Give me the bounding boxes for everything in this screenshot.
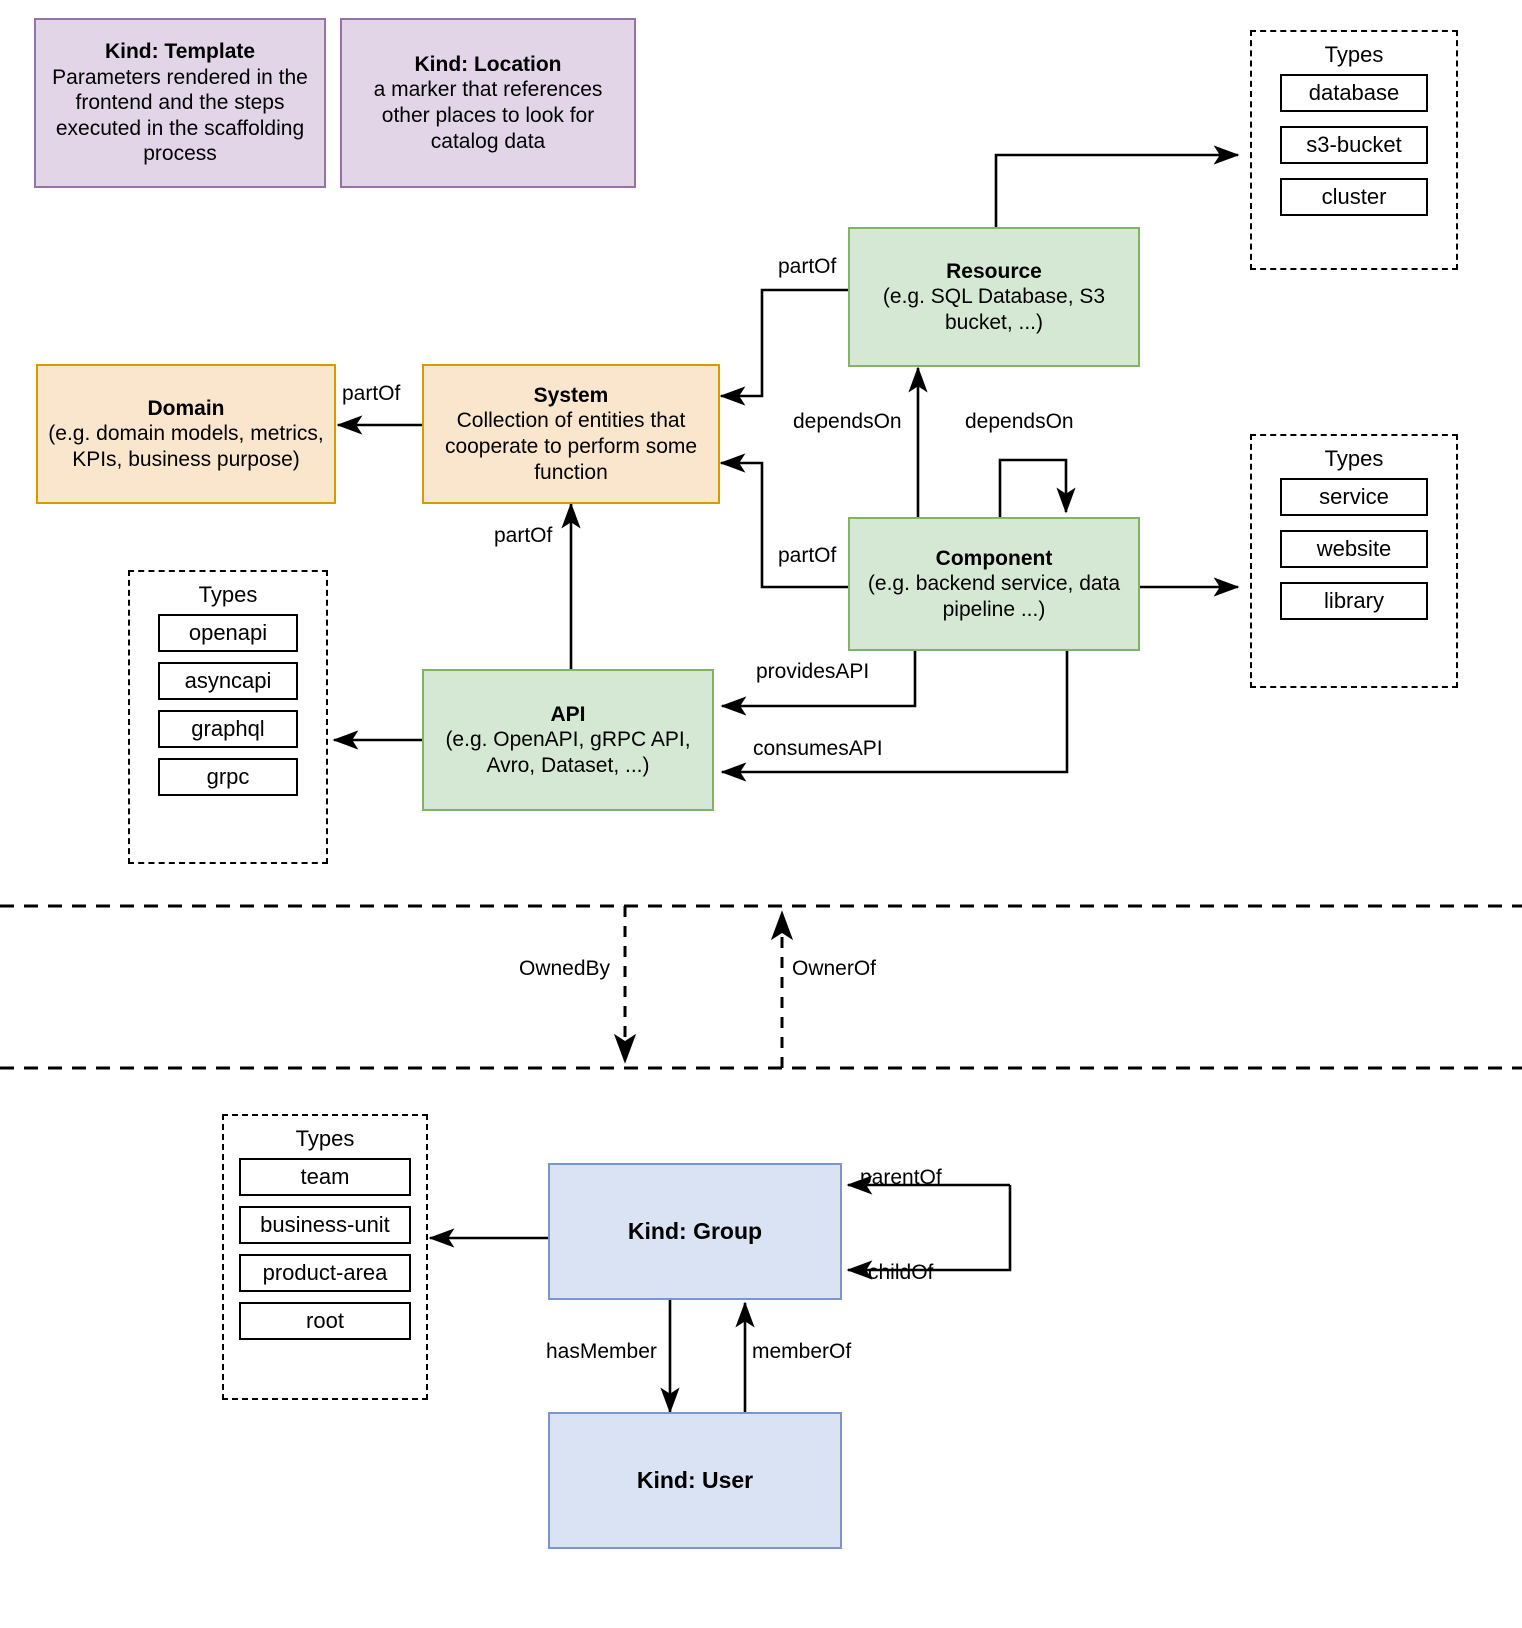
- node-kind-location-desc: a marker that references other places to…: [373, 78, 603, 153]
- node-component-title: Component: [935, 546, 1053, 570]
- edge-label-ownerof: OwnerOf: [792, 957, 877, 980]
- node-kind-template[interactable]: Kind: Template Parameters rendered in th…: [34, 18, 326, 188]
- node-kind-location-title: Kind: Location: [414, 52, 562, 76]
- type-chip-service[interactable]: service: [1280, 478, 1428, 516]
- type-chip-asyncapi[interactable]: asyncapi: [158, 662, 298, 700]
- edge-component-dependson-component: [998, 458, 1076, 517]
- type-chip-graphql[interactable]: graphql: [158, 710, 298, 748]
- type-chip-product-area[interactable]: product-area: [239, 1254, 411, 1292]
- type-chip-s3-bucket[interactable]: s3-bucket: [1280, 126, 1428, 164]
- types-panel-component-label: Types: [1324, 446, 1384, 471]
- edge-label-group-childof: childOf: [868, 1261, 934, 1284]
- type-chip-openapi[interactable]: openapi: [158, 614, 298, 652]
- node-system[interactable]: System Collection of entities that coope…: [422, 364, 720, 504]
- type-chip-grpc[interactable]: grpc: [158, 758, 298, 796]
- edge-label-component-partof-system: partOf: [778, 544, 837, 567]
- node-kind-group[interactable]: Kind: Group: [548, 1163, 842, 1300]
- node-system-title: System: [533, 383, 609, 407]
- edge-label-api-partof-system: partOf: [494, 524, 553, 547]
- edge-label-group-parentof: parentOf: [860, 1166, 942, 1189]
- types-panel-resource-label: Types: [1324, 42, 1384, 67]
- edge-label-resource-partof-system: partOf: [778, 255, 837, 278]
- node-kind-user-title: Kind: User: [636, 1467, 754, 1494]
- node-kind-user[interactable]: Kind: User: [548, 1412, 842, 1549]
- type-chip-team[interactable]: team: [239, 1158, 411, 1196]
- edge-resource-partof-system: [719, 288, 849, 406]
- types-panel-api: Types openapi asyncapi graphql grpc: [128, 570, 328, 864]
- node-resource-title: Resource: [946, 259, 1042, 283]
- edge-label-component-consumesapi: consumesAPI: [753, 737, 883, 760]
- node-component-desc: (e.g. backend service, data pipeline ...…: [867, 572, 1121, 621]
- edge-group-childof-path: [846, 1185, 1012, 1280]
- type-chip-cluster[interactable]: cluster: [1280, 178, 1428, 216]
- edge-label-system-partof-domain: partOf: [342, 382, 401, 405]
- edge-resource-types: [994, 145, 1240, 227]
- node-resource[interactable]: Resource (e.g. SQL Database, S3 bucket, …: [848, 227, 1140, 367]
- type-chip-library[interactable]: library: [1280, 582, 1428, 620]
- node-kind-template-title: Kind: Template: [104, 39, 256, 63]
- node-component[interactable]: Component (e.g. backend service, data pi…: [848, 517, 1140, 651]
- type-chip-root[interactable]: root: [239, 1302, 411, 1340]
- node-kind-template-desc: Parameters rendered in the frontend and …: [52, 65, 308, 166]
- edge-label-user-memberof: memberOf: [752, 1340, 852, 1363]
- types-panel-resource: Types database s3-bucket cluster: [1250, 30, 1458, 270]
- edge-label-ownedby: OwnedBy: [519, 957, 611, 980]
- edge-label-component-dependson-resource: dependsOn: [793, 410, 902, 433]
- types-panel-group: Types team business-unit product-area ro…: [222, 1114, 428, 1400]
- node-kind-location[interactable]: Kind: Location a marker that references …: [340, 18, 636, 188]
- node-domain-title: Domain: [147, 396, 225, 420]
- edge-label-component-dependson-component: dependsOn: [965, 410, 1074, 433]
- node-api-title: API: [550, 702, 586, 726]
- edge-label-component-providesapi: providesAPI: [756, 660, 870, 683]
- node-domain[interactable]: Domain (e.g. domain models, metrics, KPI…: [36, 364, 336, 504]
- node-domain-desc: (e.g. domain models, metrics, KPIs, busi…: [48, 422, 324, 471]
- node-api-desc: (e.g. OpenAPI, gRPC API, Avro, Dataset, …: [445, 728, 691, 777]
- edge-component-partof-system: [719, 453, 849, 589]
- node-api[interactable]: API (e.g. OpenAPI, gRPC API, Avro, Datas…: [422, 669, 714, 811]
- type-chip-database[interactable]: database: [1280, 74, 1428, 112]
- type-chip-website[interactable]: website: [1280, 530, 1428, 568]
- edge-label-group-hasmember: hasMember: [546, 1340, 657, 1363]
- node-resource-desc: (e.g. SQL Database, S3 bucket, ...): [882, 285, 1106, 334]
- type-chip-business-unit[interactable]: business-unit: [239, 1206, 411, 1244]
- types-panel-group-label: Types: [295, 1126, 355, 1151]
- types-panel-component: Types service website library: [1250, 434, 1458, 688]
- types-panel-api-label: Types: [198, 582, 258, 607]
- node-kind-group-title: Kind: Group: [627, 1218, 763, 1245]
- node-system-desc: Collection of entities that cooperate to…: [444, 409, 698, 484]
